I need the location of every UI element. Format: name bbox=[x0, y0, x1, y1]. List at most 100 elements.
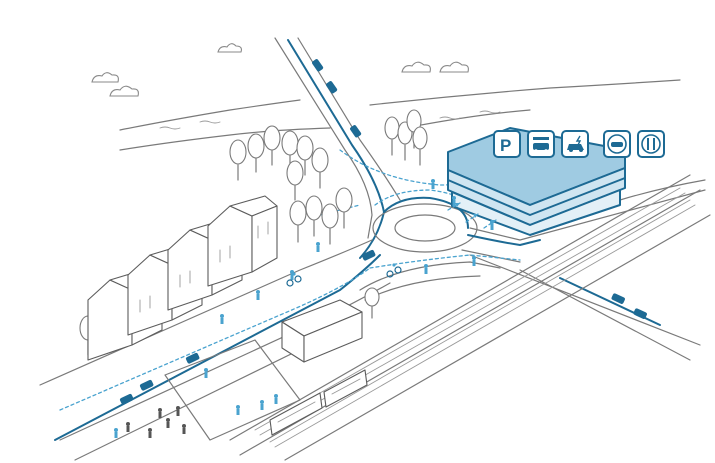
tree bbox=[296, 135, 314, 176]
cloud-3 bbox=[217, 43, 242, 53]
car bbox=[312, 59, 324, 72]
car bbox=[350, 125, 362, 138]
pedestrian bbox=[431, 179, 435, 189]
hub-level-2 bbox=[447, 167, 626, 226]
car bbox=[185, 352, 200, 364]
rail-track-1a bbox=[254, 187, 681, 431]
car bbox=[119, 393, 134, 405]
pedestrian bbox=[148, 428, 152, 438]
garage-car-icon bbox=[527, 130, 555, 158]
tree bbox=[364, 287, 380, 319]
clouds bbox=[91, 43, 469, 97]
tree bbox=[263, 125, 281, 166]
pedestrian bbox=[256, 290, 260, 300]
north-road-west-edge bbox=[274, 37, 373, 239]
tree bbox=[305, 195, 323, 237]
pedestrian bbox=[220, 314, 224, 324]
main-road-lane bbox=[54, 254, 381, 441]
pedestrian bbox=[114, 428, 118, 438]
pedestrian bbox=[166, 418, 170, 428]
train-car-1 bbox=[269, 392, 323, 436]
field-line-north bbox=[369, 79, 681, 106]
parking-icon-letter: P bbox=[500, 136, 511, 155]
cloud-2 bbox=[109, 85, 139, 97]
tree bbox=[311, 147, 329, 189]
tree bbox=[412, 126, 428, 166]
cars bbox=[119, 59, 647, 405]
pedestrian bbox=[274, 394, 278, 404]
car bbox=[611, 293, 625, 304]
tree bbox=[335, 187, 353, 229]
cloud-4 bbox=[401, 61, 431, 73]
pedestrian bbox=[126, 422, 130, 432]
service-icons: P bbox=[493, 130, 665, 158]
rail-track-2b bbox=[274, 204, 696, 448]
southeast-road-edge-1 bbox=[469, 254, 701, 346]
houses bbox=[87, 195, 278, 361]
rail-embankment-3 bbox=[284, 214, 711, 461]
train bbox=[269, 369, 368, 436]
cyclists bbox=[286, 263, 402, 287]
south-connector-road bbox=[359, 261, 501, 291]
cyclist bbox=[286, 272, 302, 287]
house-4 bbox=[207, 195, 278, 287]
cloud-1 bbox=[91, 72, 119, 83]
rail-track-2a bbox=[269, 199, 691, 443]
tree bbox=[229, 139, 247, 181]
east-road-north-edge bbox=[469, 189, 706, 241]
pedestrian bbox=[316, 242, 320, 252]
hub-level-3 bbox=[451, 189, 621, 236]
field-line-east bbox=[619, 179, 706, 201]
arrow-head bbox=[473, 214, 478, 218]
main-road-north-edge bbox=[39, 239, 373, 386]
house-windows bbox=[139, 221, 269, 313]
hub-floor-lines bbox=[447, 177, 626, 216]
pedestrian bbox=[182, 424, 186, 434]
train-windows bbox=[277, 378, 361, 423]
pedestrian bbox=[204, 368, 208, 378]
pedestrian bbox=[452, 196, 456, 206]
east-road-south-edge bbox=[461, 249, 521, 263]
parking-icon: P bbox=[493, 130, 521, 158]
walkway-south bbox=[369, 254, 521, 269]
arrow-head bbox=[491, 220, 496, 224]
east-road-lane bbox=[467, 234, 541, 246]
water-ripples bbox=[159, 110, 501, 130]
car-sharing-icon bbox=[603, 130, 631, 158]
rail-embankment-1 bbox=[229, 174, 691, 441]
pedestrian bbox=[176, 406, 180, 416]
tree bbox=[289, 200, 307, 243]
railway bbox=[229, 174, 711, 461]
pedestrian bbox=[158, 408, 162, 418]
walkway-main bbox=[59, 267, 371, 411]
station-building bbox=[281, 299, 363, 363]
tree bbox=[384, 116, 400, 156]
arrow-head bbox=[455, 203, 460, 207]
food-service-icon bbox=[637, 130, 665, 158]
roundabout-outer bbox=[372, 203, 478, 253]
river-bank-south bbox=[119, 127, 331, 151]
pedestrian bbox=[260, 400, 264, 410]
car bbox=[326, 81, 338, 94]
southeast-road-edge-2 bbox=[519, 269, 691, 361]
roundabout-lane bbox=[383, 196, 469, 229]
river-bank-north bbox=[119, 99, 301, 131]
tree bbox=[321, 203, 339, 245]
direction-arrows bbox=[447, 202, 497, 229]
ev-charging-icon bbox=[561, 130, 589, 158]
car bbox=[139, 379, 154, 391]
tree bbox=[286, 160, 304, 201]
tree bbox=[247, 133, 265, 173]
trees bbox=[79, 109, 428, 356]
roundabout-island bbox=[394, 214, 456, 242]
pedestrians bbox=[114, 179, 494, 438]
pedestrian bbox=[424, 264, 428, 274]
pedestrian bbox=[472, 256, 476, 266]
car bbox=[633, 308, 647, 319]
cyclist bbox=[386, 263, 402, 278]
pedestrian bbox=[236, 405, 240, 415]
train-car-2 bbox=[323, 369, 368, 408]
car bbox=[361, 249, 376, 261]
cloud-5 bbox=[439, 61, 469, 73]
